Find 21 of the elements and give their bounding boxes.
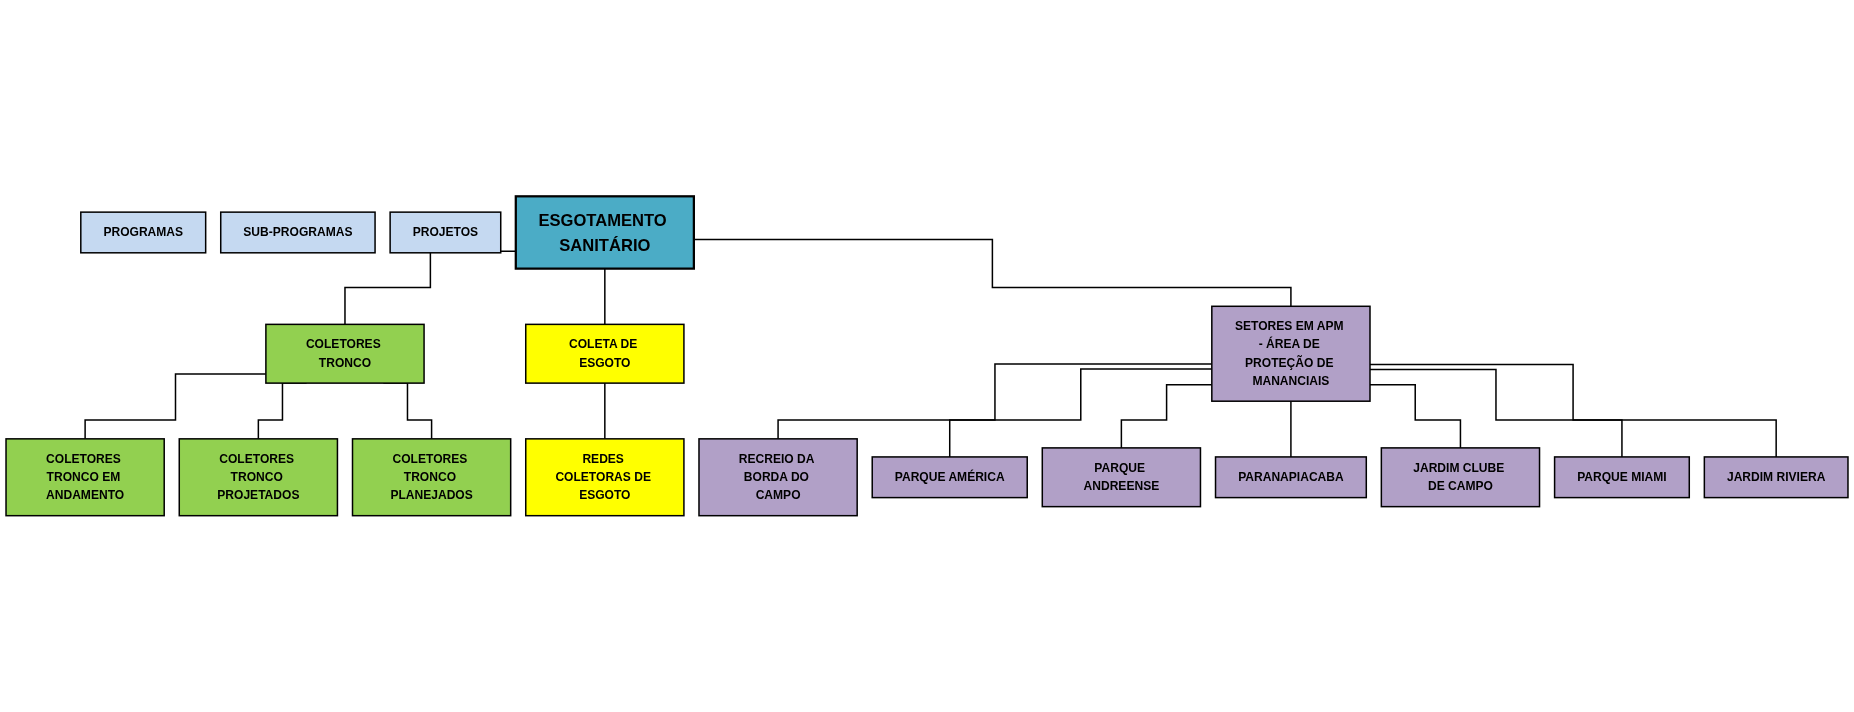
node-box: COLETORES TRONCO PROJETADOS [178,438,339,517]
connector [693,238,1292,308]
node-box: REDES COLETORAS DE ESGOTO [525,438,685,517]
node-box: PARANAPIACABA [1214,456,1368,499]
node-box: PROGRAMAS [80,211,207,254]
node-box: COLETORES TRONCO [265,323,425,384]
node-box: PROJETOS [389,211,502,254]
node-box: JARDIM CLUBE DE CAMPO [1380,447,1541,508]
connector [1290,400,1292,458]
node-box: COLETORES TRONCO EM ANDAMENTO [5,438,165,517]
node-box: JARDIM RIVIERA [1703,456,1849,499]
node-box: SUB-PROGRAMAS [219,211,376,254]
node-box: PARQUE MIAMI [1553,456,1691,499]
node-box: PARQUE AMÉRICA [871,456,1028,499]
node-box: ESGOTAMENTO SANITÁRIO [514,195,695,270]
connector [604,382,606,440]
node-box: COLETORES TRONCO PLANEJADOS [351,438,512,517]
node-box: COLETA DE ESGOTO [525,323,685,384]
node-box: RECREIO DA BORDA DO CAMPO [698,438,858,517]
node-box: PARQUE ANDREENSE [1041,447,1202,508]
node-box: SETORES EM APM - ÁREA DE PROTEÇÃO DE MANANCIAIS [1211,305,1371,402]
